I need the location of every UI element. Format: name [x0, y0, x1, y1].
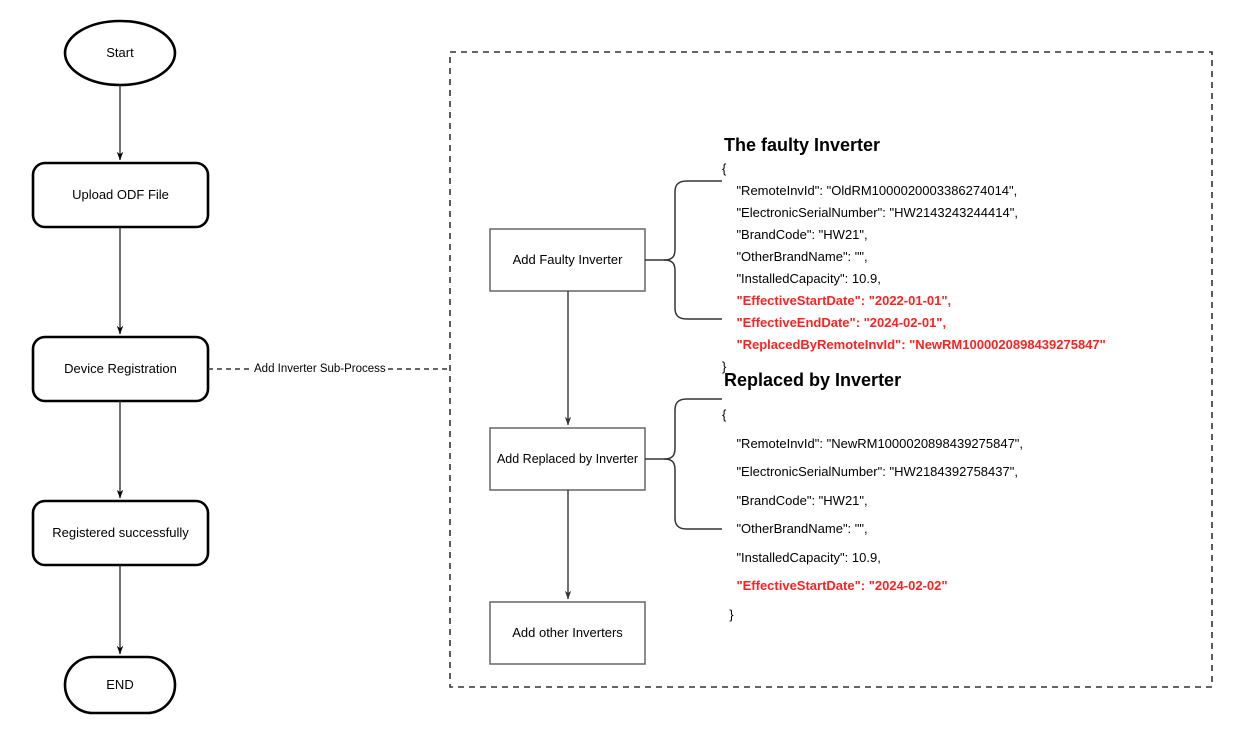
payload-line: "BrandCode": "HW21",: [722, 492, 868, 508]
payload-line: "ReplacedByRemoteInvId": "NewRM100002089…: [722, 337, 1106, 352]
payload-line: "BrandCode": "HW21",: [722, 227, 868, 242]
payload-line: "RemoteInvId": "OldRM1000020003386274014…: [722, 183, 1018, 198]
payload-faulty-inverter-body: { "RemoteInvId": "OldRM10000200033862740…: [722, 158, 1106, 378]
brace-faulty-inverter: [645, 180, 722, 261]
node-device-registration-label: Device Registration: [64, 361, 177, 376]
payload-line: "OtherBrandName": "",: [722, 521, 868, 536]
node-add-replaced-by-inverter-label: Add Replaced by Inverter: [496, 452, 639, 466]
node-end-shape[interactable]: [63, 655, 177, 715]
node-add-other-inverters-label: Add other Inverters: [512, 625, 623, 640]
node-upload-label: Upload ODF File: [72, 187, 169, 202]
node-add-other-inverters-shape[interactable]: [489, 601, 646, 665]
payload-line: {: [722, 161, 727, 176]
payload-line: "OtherBrandName": "",: [722, 249, 868, 264]
brace-replaced-by-inverter-lower: [663, 458, 722, 530]
payload-line: }: [722, 606, 734, 622]
payload-line: "RemoteInvId": "NewRM1000020898439275847…: [722, 435, 1024, 451]
brace-replaced-by-inverter: [645, 398, 722, 460]
brace-faulty-inverter-lower: [663, 259, 722, 320]
node-end-label: END: [106, 677, 134, 692]
payload-line: "InstalledCapacity": 10.9,: [722, 549, 881, 565]
payload-line: }: [722, 359, 727, 374]
payload-line: "EffectiveStartDate": "2022-01-01",: [722, 293, 952, 308]
node-add-faulty-inverter-shape[interactable]: [489, 228, 646, 292]
subprocess-container: [449, 51, 1213, 688]
payload-replaced-by-inverter-body: { "RemoteInvId": "NewRM10000208984392758…: [722, 401, 1023, 629]
payload-line: "EffectiveStartDate": "2024-02-02": [722, 578, 948, 593]
node-add-faulty-inverter-label: Add Faulty Inverter: [512, 252, 623, 267]
node-registered-label: Registered successfully: [52, 525, 189, 540]
payload-line: {: [722, 407, 727, 422]
subprocess-connector-label: Add Inverter Sub-Process: [252, 362, 388, 376]
payload-faulty-inverter-title: The faulty Inverter: [724, 135, 881, 155]
node-add-replaced-by-inverter-shape[interactable]: [489, 427, 646, 491]
node-start-label: Start: [106, 45, 134, 60]
payload-line: "EffectiveEndDate": "2024-02-01",: [722, 315, 947, 330]
payload-replaced-by-inverter-title: Replaced by Inverter: [724, 370, 902, 390]
payload-line: "ElectronicSerialNumber": "HW21843927584…: [722, 464, 1018, 479]
payload-line: "InstalledCapacity": 10.9,: [722, 271, 881, 286]
payload-line: "ElectronicSerialNumber": "HW21432432444…: [722, 205, 1018, 220]
